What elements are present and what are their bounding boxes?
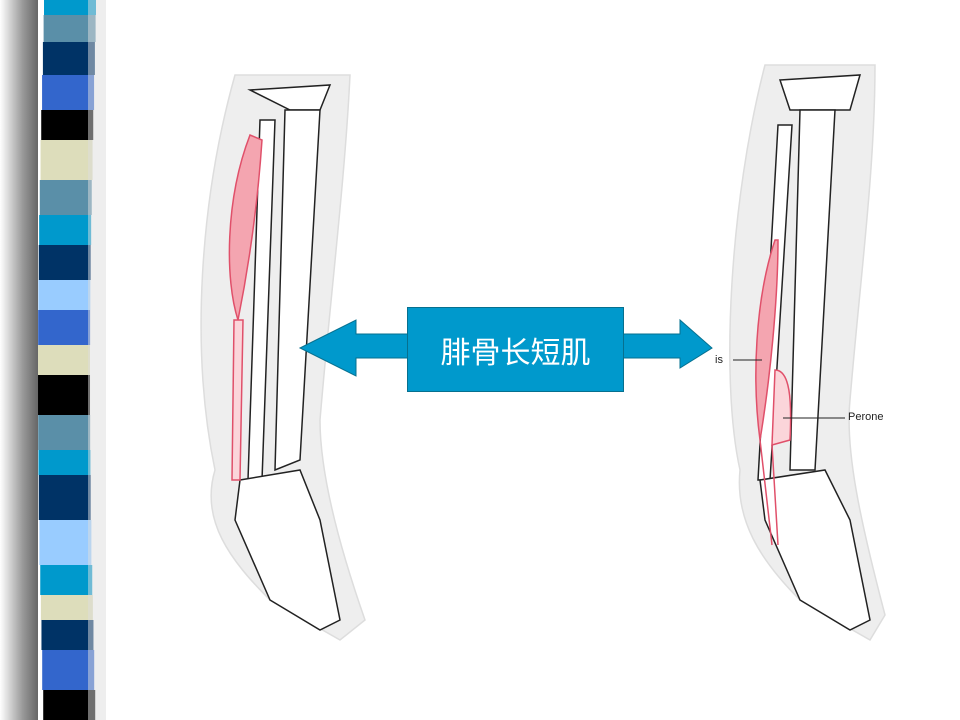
stripe-band [42,42,95,75]
stripe-band [41,620,94,650]
stripe-band [38,450,91,475]
stripe-band [40,595,93,620]
stripe-band [43,690,96,720]
callout-text: 腓骨长短肌 [440,336,591,370]
decorative-stripe-bar [0,0,106,720]
label-perone: Perone [848,411,884,423]
stripe-band [38,310,91,345]
stripe-band [38,245,91,280]
stripe-band [40,565,93,595]
stripe-band [38,415,91,450]
stripe-band [42,75,95,110]
stripe-band [41,110,94,140]
stripe-band [44,0,96,15]
stripe-band [40,140,93,180]
label-partial-is: is [715,354,723,366]
stripe-band [39,180,92,215]
stripe-band [39,520,92,565]
stripe-band [42,650,95,690]
right-leg-illustration [729,64,886,642]
stripe-band [38,345,91,375]
stripe-band [43,15,96,42]
callout-box: 腓骨长短肌 [407,307,624,392]
stripe-band [38,280,91,310]
stripe-band [38,475,91,520]
stripe-band [39,215,92,245]
stripe-band [38,375,91,415]
left-leg-illustration [200,74,366,641]
